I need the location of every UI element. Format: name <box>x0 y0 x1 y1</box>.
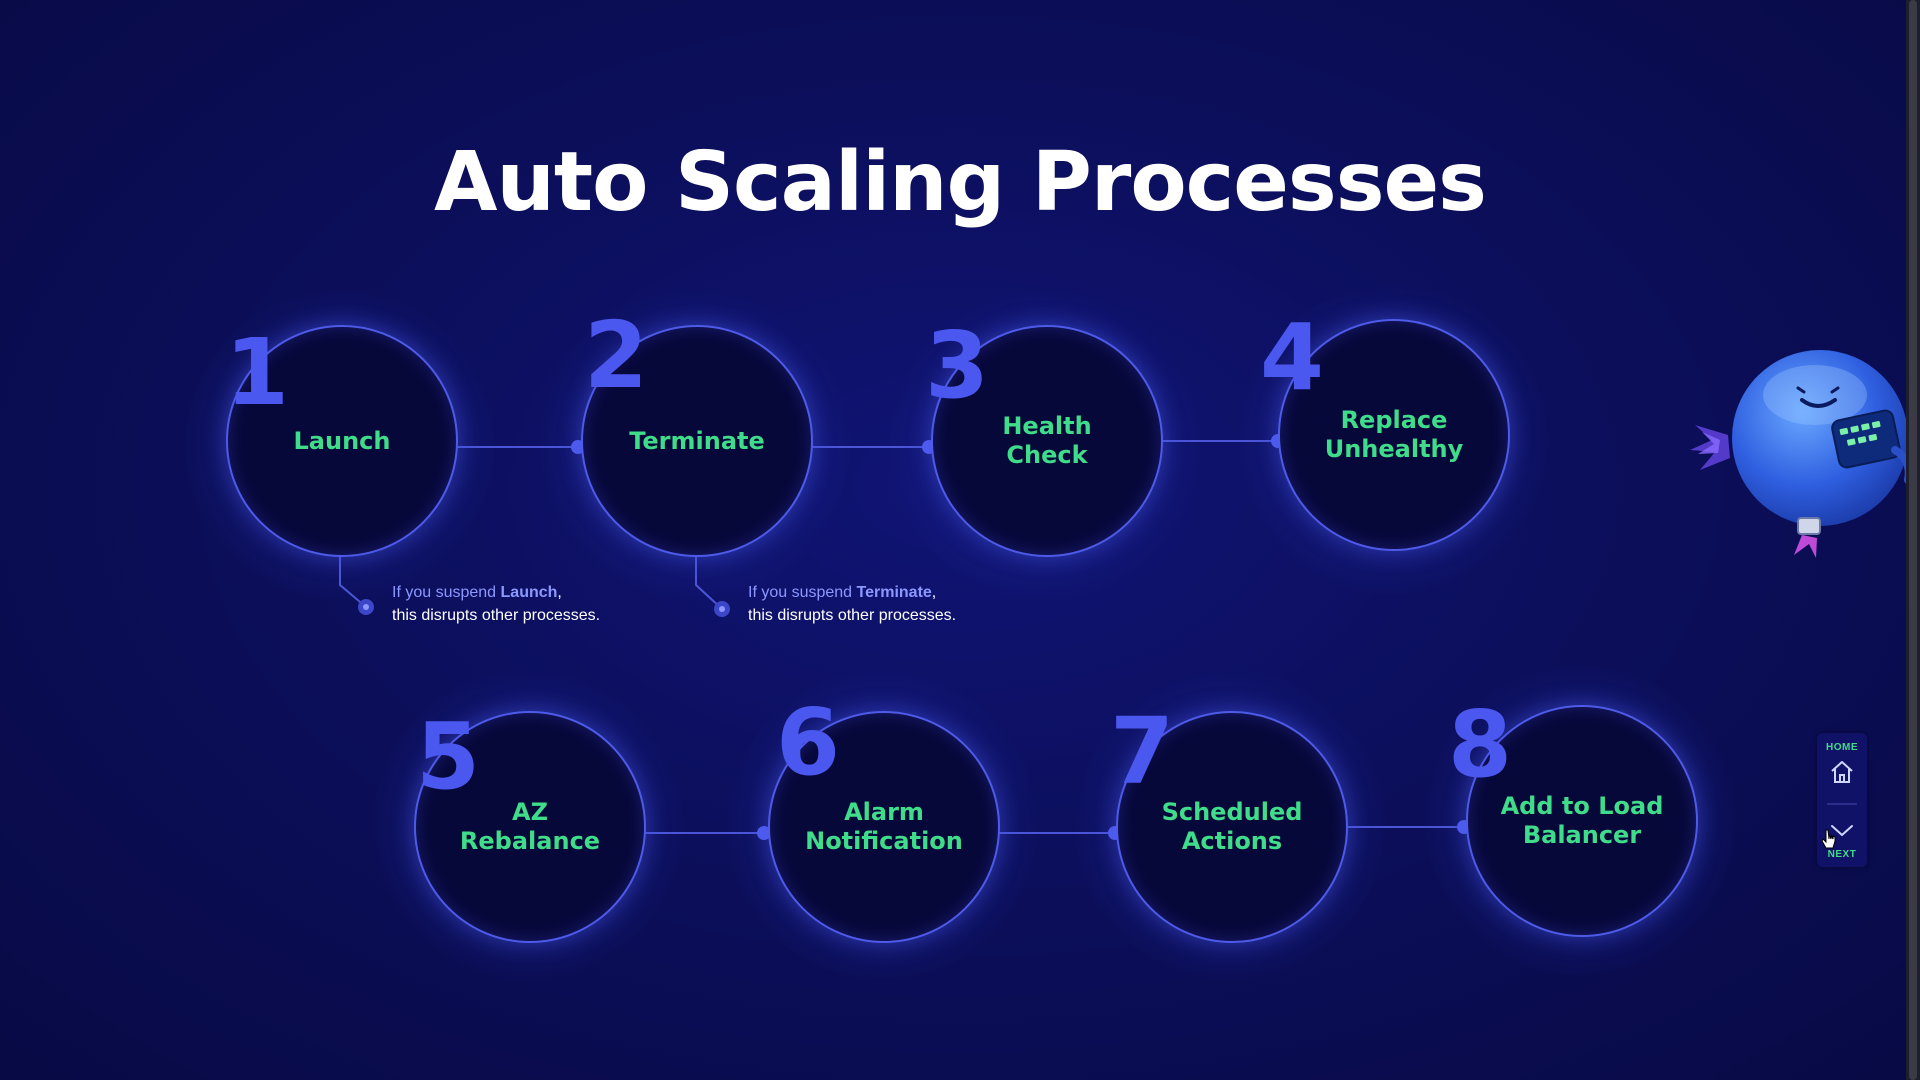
step-circle-health-check: Health Check <box>931 325 1163 557</box>
step-circle-terminate: Terminate <box>581 325 813 557</box>
note-suffix: , <box>931 584 937 601</box>
step-label: Launch <box>293 426 391 455</box>
step-number: 7 <box>1110 698 1175 805</box>
robot-mascot-illustration <box>1690 350 1913 558</box>
home-button[interactable] <box>1828 758 1856 786</box>
step-label: Scheduled Actions <box>1161 798 1303 855</box>
step-circle-alarm-notification: Alarm Notification <box>768 711 1000 943</box>
note-process: Terminate <box>856 584 932 601</box>
step-circle-replace-unhealthy: Replace Unhealthy <box>1278 319 1510 551</box>
step-label: AZ Rebalance <box>459 798 601 855</box>
step-label: Terminate <box>629 426 765 455</box>
scrollbar[interactable] <box>1906 0 1920 1080</box>
note-line2: this disrupts other processes. <box>748 607 957 624</box>
page-title: Auto Scaling Processes <box>434 135 1487 230</box>
step-number: 6 <box>776 689 841 796</box>
nav-divider <box>1827 803 1857 805</box>
mouse-cursor-icon <box>1822 829 1836 849</box>
step-number: 8 <box>1448 691 1513 798</box>
step-number: 5 <box>416 703 481 810</box>
step-label: Health Check <box>1002 412 1092 469</box>
home-label: HOME <box>1826 742 1858 753</box>
step-label: Alarm Notification <box>805 798 963 855</box>
home-icon[interactable] <box>1828 758 1856 786</box>
scrollbar-thumb[interactable] <box>1909 0 1917 1080</box>
step-number: 4 <box>1260 304 1325 411</box>
step-circle-az-rebalance: AZ Rebalance <box>414 711 646 943</box>
chevron-down-icon[interactable] <box>1828 819 1856 843</box>
step-number: 2 <box>584 302 649 409</box>
step-number: 1 <box>225 319 290 426</box>
step-circle-launch: Launch <box>226 325 458 557</box>
terminate-suspend-note: If you suspend Terminate, this disrupts … <box>748 581 956 627</box>
step-label: Add to Load Balancer <box>1500 792 1664 849</box>
launch-suspend-note: If you suspend Launch, this disrupts oth… <box>392 581 600 627</box>
next-label: NEXT <box>1827 849 1857 860</box>
next-button[interactable] <box>1828 819 1856 843</box>
note-line2: this disrupts other processes. <box>392 607 601 624</box>
note-suffix: , <box>557 584 562 601</box>
step-circle-add-to-load-balancer: Add to Load Balancer <box>1466 705 1698 937</box>
step-number: 3 <box>925 312 990 419</box>
note-prefix: If you suspend <box>748 584 857 601</box>
note-prefix: If you suspend <box>392 584 501 601</box>
step-circle-scheduled-actions: Scheduled Actions <box>1116 711 1348 943</box>
step-label: Replace Unhealthy <box>1324 406 1464 463</box>
note-process: Launch <box>500 584 558 601</box>
